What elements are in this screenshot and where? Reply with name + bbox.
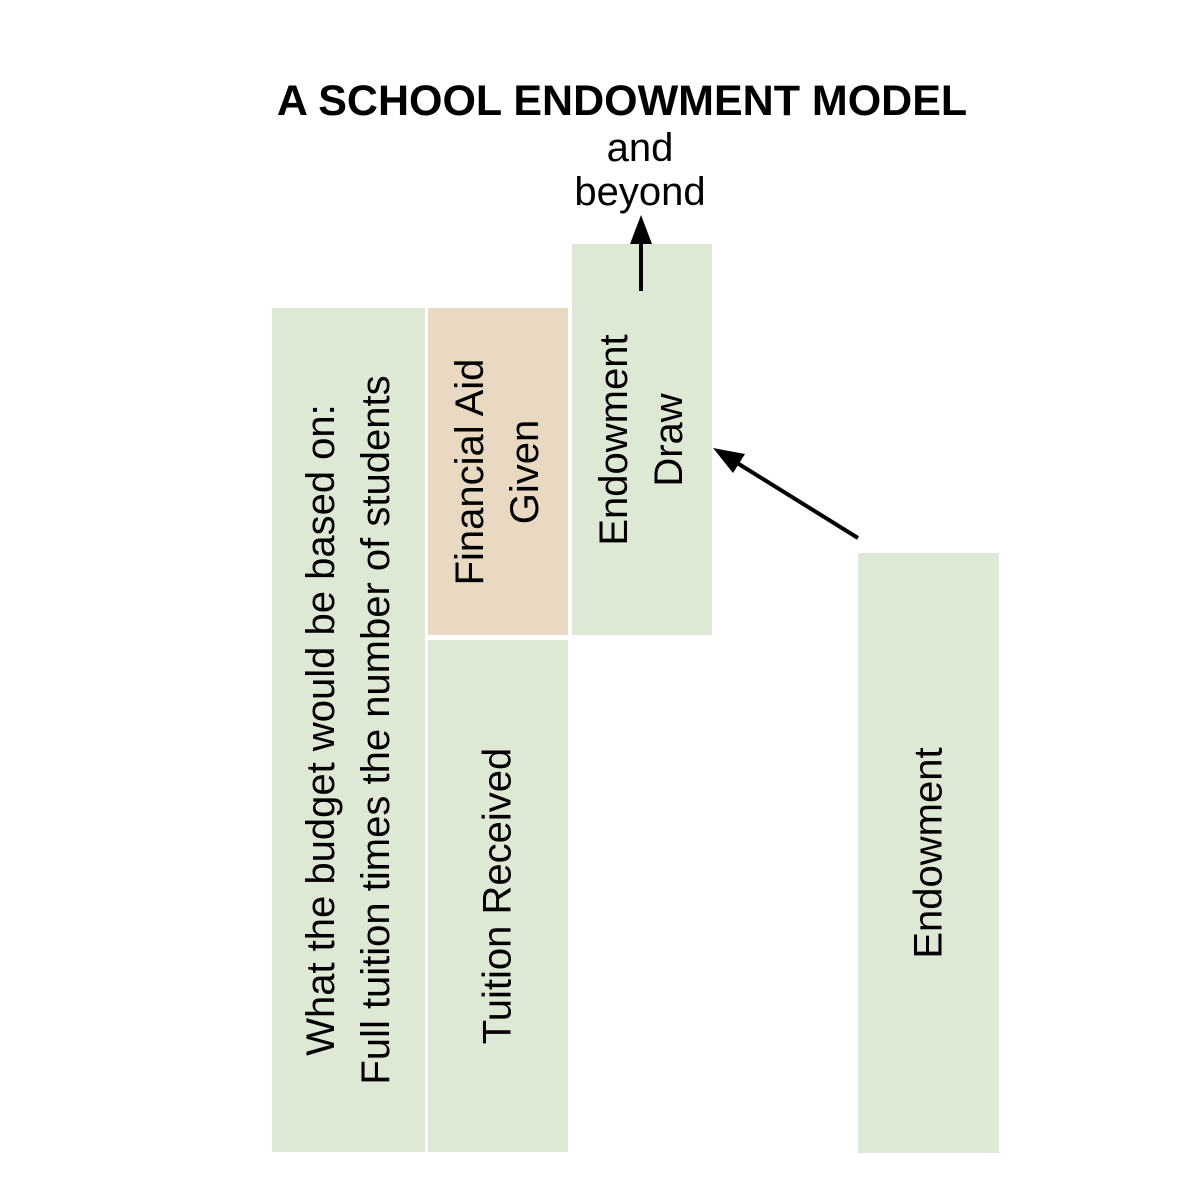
endowment-to-draw-arrow-shaft (732, 459, 860, 540)
financial-aid-line-1: Financial Aid (448, 358, 492, 585)
budget-basis-label: What the budget would be based on: Full … (294, 375, 404, 1084)
tuition-received-label: Tuition Received (471, 748, 526, 1044)
endowment-to-draw-arrow-head (713, 448, 745, 473)
financial-aid-label: Financial Aid Given (443, 358, 553, 585)
endowment-draw-line-2: Draw (647, 392, 691, 487)
budget-basis-line-2: Full tuition times the number of student… (353, 375, 398, 1085)
diagram-title: A SCHOOL ENDOWMENT MODEL (276, 77, 968, 125)
financial-aid-box: Financial Aid Given (428, 308, 568, 635)
budget-basis-box: What the budget would be based on: Full … (272, 308, 425, 1152)
endowment-box: Endowment (858, 553, 999, 1153)
and-beyond-line-2: beyond (574, 170, 706, 214)
financial-aid-line-2: Given (503, 419, 547, 524)
endowment-line-1: Endowment (906, 747, 950, 959)
and-beyond-label: and beyond (540, 126, 740, 214)
tuition-received-line-1: Tuition Received (475, 747, 520, 1045)
endowment-draw-label: Endowment Draw (587, 334, 697, 545)
endowment-label: Endowment (901, 747, 956, 958)
endowment-draw-line-1: Endowment (592, 333, 636, 546)
endowment-to-draw-arrow (713, 448, 860, 540)
tuition-received-box: Tuition Received (428, 640, 568, 1152)
budget-basis-line-1: What the budget would be based on: (298, 404, 343, 1056)
up-arrow-head (630, 215, 652, 244)
and-beyond-line-1: and (606, 126, 674, 170)
endowment-draw-box: Endowment Draw (572, 244, 712, 635)
